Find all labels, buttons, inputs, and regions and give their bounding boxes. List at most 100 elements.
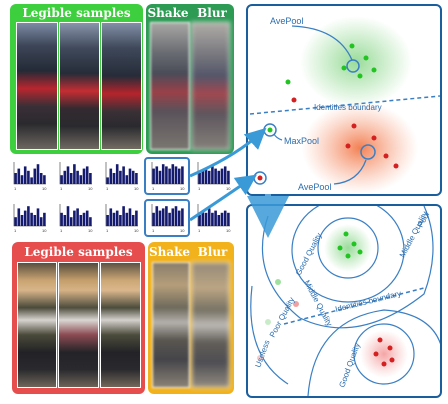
histogram-tick-left: 1 xyxy=(60,228,63,233)
histogram-bar xyxy=(30,177,33,184)
histogram-bar xyxy=(155,166,159,184)
histogram-bar xyxy=(106,215,109,226)
histogram-bar xyxy=(23,166,27,184)
histogram-bar xyxy=(211,166,214,184)
histogram-thumb: 1 10 xyxy=(197,204,231,233)
histogram-bar xyxy=(43,175,46,184)
histogram-bar xyxy=(66,166,70,184)
histogram-highlight-box-top xyxy=(144,157,190,195)
histogram-bar xyxy=(211,212,214,226)
histogram-bar xyxy=(82,212,86,226)
histogram-tick-right: 10 xyxy=(88,228,93,233)
bottom-quality-panel: Identities boundary Good Quality Middle … xyxy=(246,204,442,398)
histogram-bar xyxy=(89,173,92,184)
histogram-bar xyxy=(161,164,165,184)
histogram-bar xyxy=(14,217,17,226)
bottom-legible-label: Legible samples xyxy=(24,245,133,259)
red-point-b5 xyxy=(381,361,387,367)
histogram-bar xyxy=(214,168,217,184)
top-legible-label: Legible samples xyxy=(22,6,131,20)
histogram-bar xyxy=(181,166,184,184)
histogram-bar xyxy=(181,208,184,226)
histogram-tick-left: 1 xyxy=(60,186,63,191)
histogram-bar xyxy=(122,206,125,226)
histogram-bar xyxy=(165,206,168,226)
green-identity-cluster-bottom xyxy=(324,224,372,272)
red-identity-cluster xyxy=(302,102,418,194)
histogram-tick-right: 10 xyxy=(134,186,139,191)
histogram-bar xyxy=(89,217,92,226)
histogram-bar xyxy=(66,206,70,226)
histogram-bar xyxy=(204,168,208,184)
faint-green-point xyxy=(275,279,281,285)
red-point-b1 xyxy=(377,337,383,343)
histogram-tick-left: 1 xyxy=(152,186,155,191)
histogram-tick-right: 10 xyxy=(42,228,47,233)
histogram-bar xyxy=(73,164,76,184)
histogram-bar xyxy=(20,175,24,184)
green-good-contour xyxy=(317,217,379,279)
green-point-b2 xyxy=(351,241,357,247)
histogram-bar xyxy=(155,206,159,226)
histogram-bar xyxy=(109,208,113,226)
green-point-b5 xyxy=(345,253,351,259)
histogram-bar xyxy=(214,210,217,226)
histogram-bar xyxy=(135,210,138,226)
arrow-to-maxpool xyxy=(189,127,267,178)
histogram-bar xyxy=(115,210,119,226)
histogram-tick-right: 10 xyxy=(226,228,231,233)
red-identity-cluster-bottom xyxy=(360,330,408,378)
histogram-highlight-box-bottom xyxy=(144,199,190,237)
histogram-tick-left: 1 xyxy=(198,228,201,233)
histogram-thumb: 1 10 xyxy=(151,162,185,191)
bottom-legible-photo-2 xyxy=(58,262,99,388)
green-point-b4 xyxy=(357,249,363,255)
histogram-bar xyxy=(201,210,205,226)
histogram-bar xyxy=(27,170,30,184)
histogram-tick-right: 10 xyxy=(180,186,185,191)
histogram-bar xyxy=(63,215,67,226)
maxpool-red-dot xyxy=(257,175,263,181)
top-blur-photo xyxy=(191,22,230,150)
histogram-bar xyxy=(119,215,122,226)
histogram-bar xyxy=(17,168,21,184)
histogram-bar xyxy=(30,212,33,226)
bottom-blur-label: Blur xyxy=(197,245,228,259)
histogram-bar xyxy=(33,215,37,226)
histogram-thumb: 1 10 xyxy=(105,162,139,191)
histogram-bar xyxy=(73,210,76,226)
green-point-2 xyxy=(363,55,369,61)
histogram-bar xyxy=(223,166,227,184)
avepool-top-arrow xyxy=(291,25,353,61)
avepool-bottom-arrow xyxy=(333,159,367,185)
histogram-bar xyxy=(220,212,224,226)
histogram-tick-left: 1 xyxy=(14,228,17,233)
histogram-bar xyxy=(177,210,181,226)
avepool-bottom-label: AvePool xyxy=(298,182,331,192)
histogram-bar xyxy=(217,215,221,226)
red-point-b2 xyxy=(387,345,393,351)
top-legible-photo-3 xyxy=(101,22,142,150)
histogram-bar xyxy=(128,168,132,184)
histogram-tick-left: 1 xyxy=(106,186,109,191)
bottom-quality-space: Identities boundary Good Quality Middle … xyxy=(250,206,440,396)
histogram-thumb: 1 10 xyxy=(59,204,93,233)
histogram-bar xyxy=(27,206,30,226)
histogram-bar xyxy=(125,212,129,226)
histogram-tick-left: 1 xyxy=(14,186,17,191)
histogram-tick-left: 1 xyxy=(106,228,109,233)
histogram-bar xyxy=(220,168,224,184)
histogram-bar xyxy=(171,164,175,184)
top-shake-photo xyxy=(150,22,190,150)
histogram-bar xyxy=(76,208,79,226)
green-identity-cluster xyxy=(300,16,412,108)
histogram-bar xyxy=(207,208,211,226)
red-point-2 xyxy=(371,135,377,141)
histogram-bar xyxy=(152,212,155,226)
histogram-bar xyxy=(198,215,201,226)
histogram-bar xyxy=(85,166,89,184)
